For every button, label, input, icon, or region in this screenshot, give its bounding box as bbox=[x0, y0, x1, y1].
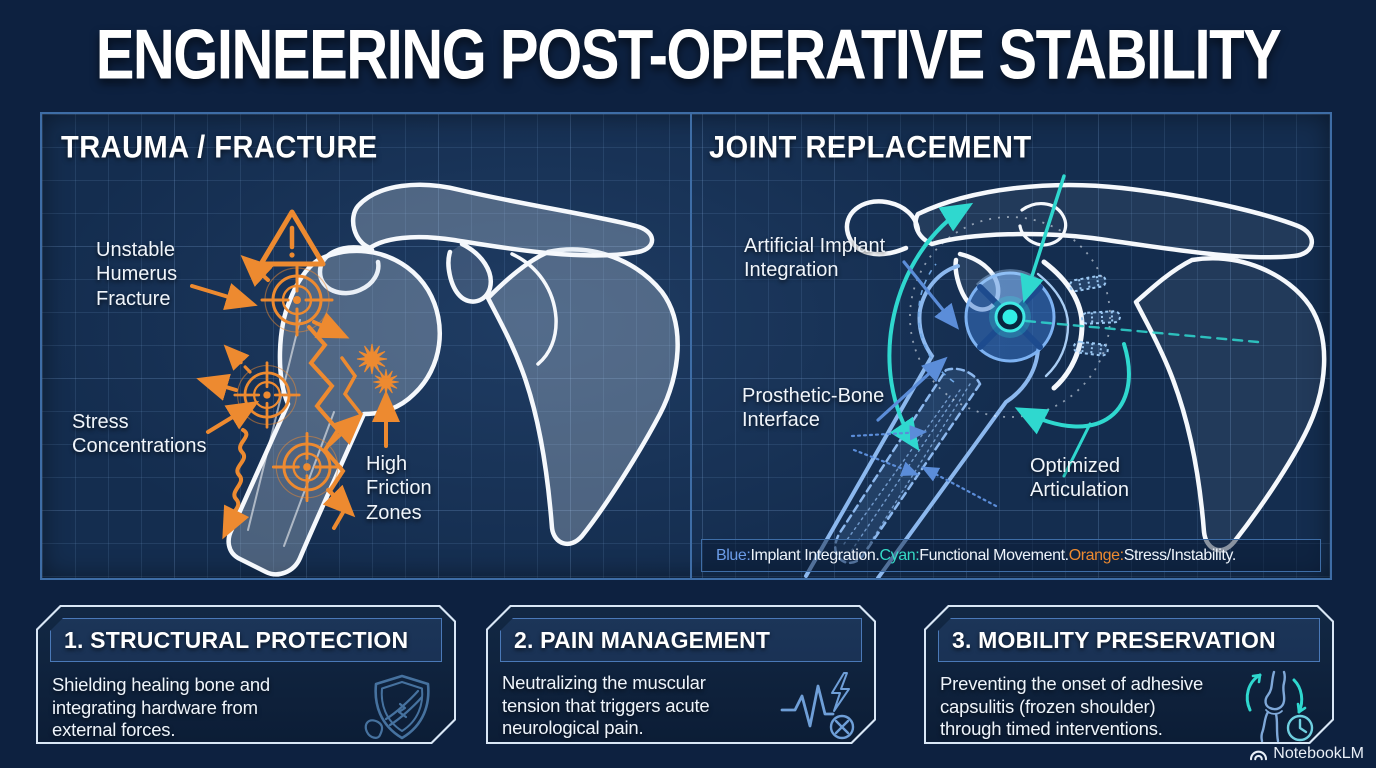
trauma-fracture-panel: TRAUMA / FRACTURE Unstable Humerus Fract… bbox=[42, 114, 690, 578]
arrow-up-right bbox=[328, 412, 364, 446]
arrow-down-right-2 bbox=[322, 484, 356, 518]
shaft-detail-lines bbox=[247, 319, 335, 547]
joint-replacement-diagram bbox=[804, 174, 1327, 578]
fracture-crack-line-2 bbox=[340, 356, 362, 415]
implant-label-arrow bbox=[902, 260, 960, 330]
label-artificial-implant: Artificial Implant Integration bbox=[744, 235, 886, 282]
orbit-dotted-circle bbox=[909, 216, 1111, 418]
coracoid bbox=[446, 241, 494, 304]
interface-dashed-arrow-1 bbox=[850, 425, 928, 441]
pain-signal-icon bbox=[776, 670, 864, 742]
legend-orange-label: Orange: bbox=[1068, 546, 1124, 564]
arrow-up-left bbox=[240, 254, 274, 287]
arrow-left bbox=[196, 373, 238, 401]
range-arc-lower bbox=[1014, 342, 1131, 435]
color-legend: Blue: Implant Integration. Cyan: Functio… bbox=[701, 539, 1321, 572]
arrow-down-right bbox=[312, 312, 350, 339]
legend-blue-label: Blue: bbox=[716, 546, 751, 564]
legend-cyan-label: Cyan: bbox=[879, 546, 920, 564]
arrow-dashed-up bbox=[223, 344, 252, 374]
instability-annotations bbox=[190, 209, 400, 540]
ac-joint-bump bbox=[1018, 202, 1068, 247]
mobility-clock-icon bbox=[1234, 670, 1322, 744]
shoulder-bones bbox=[226, 182, 680, 577]
joint-replacement-panel: JOINT REPLACEMENT Artificial Implant Int… bbox=[692, 114, 1330, 578]
card-pain-management: 2. PAIN MANAGEMENT Neutralizing the musc… bbox=[486, 605, 876, 744]
label-arrow-fracture bbox=[190, 283, 258, 310]
implant-center-dot bbox=[1002, 309, 1018, 325]
legend-orange-text: Stress/Instability. bbox=[1123, 546, 1237, 564]
scapula bbox=[1133, 256, 1327, 553]
acromion bbox=[317, 245, 381, 296]
label-prosthetic-bone-interface: Prosthetic-Bone Interface bbox=[742, 385, 885, 432]
label-high-friction-zones: High Friction Zones bbox=[366, 453, 432, 524]
warning-triangle-icon bbox=[258, 209, 326, 267]
glenoid-crescent-inner bbox=[1036, 272, 1070, 378]
card-pain-management-body: Neutralizing the muscular tension that t… bbox=[502, 671, 710, 739]
clavicle bbox=[350, 182, 655, 258]
card-mobility-preservation-title: 3. MOBILITY PRESERVATION bbox=[938, 618, 1320, 662]
label-arrow-stress bbox=[206, 400, 260, 434]
page-title: ENGINEERING POST-OPERATIVE STABILITY bbox=[95, 15, 1282, 95]
axis-dashed-line bbox=[1024, 319, 1260, 344]
card-mobility-preservation-body: Preventing the onset of adhesive capsuli… bbox=[940, 672, 1204, 740]
integration-arrow bbox=[1020, 174, 1066, 304]
articulation-pointer bbox=[1062, 422, 1092, 478]
clavicle bbox=[913, 182, 1314, 260]
shoulder-bones-outline bbox=[844, 182, 1327, 553]
card-structural-protection-body: Shielding healing bone and integrating h… bbox=[52, 673, 271, 741]
card-structural-protection: 1. STRUCTURAL PROTECTION Shielding heali… bbox=[36, 605, 456, 744]
stem-dashed-arrow bbox=[921, 466, 998, 508]
shield-bone-icon bbox=[356, 670, 444, 746]
notebooklm-watermark: NotebookLM bbox=[1249, 745, 1364, 763]
card-mobility-preservation: 3. MOBILITY PRESERVATION Preventing the … bbox=[924, 605, 1334, 744]
scapula bbox=[485, 247, 680, 547]
integration-pointers bbox=[850, 260, 998, 508]
trauma-shoulder-diagram bbox=[190, 182, 680, 577]
card-pain-management-title: 2. PAIN MANAGEMENT bbox=[500, 618, 862, 662]
stress-wave-arrow bbox=[222, 428, 250, 540]
label-optimized-articulation: Optimized Articulation bbox=[1030, 455, 1129, 502]
legend-cyan-text: Functional Movement. bbox=[919, 546, 1069, 564]
fixation-screws bbox=[1069, 274, 1121, 357]
joint-heading: JOINT REPLACEMENT bbox=[709, 130, 1032, 166]
legend-blue-text: Implant Integration. bbox=[750, 546, 880, 564]
movement-annotations bbox=[887, 174, 1260, 478]
label-stress-concentrations: Stress Concentrations bbox=[72, 411, 207, 458]
watermark-text: NotebookLM bbox=[1273, 745, 1364, 762]
label-unstable-humerus-fracture: Unstable Humerus Fracture bbox=[96, 239, 178, 310]
glenoid-rim bbox=[510, 252, 558, 366]
humerus-inner-edge bbox=[876, 348, 1040, 578]
panel-divider bbox=[690, 114, 692, 578]
range-arc-left bbox=[887, 202, 974, 451]
interface-dashed-arrow-2 bbox=[852, 448, 920, 477]
card-structural-protection-title: 1. STRUCTURAL PROTECTION bbox=[50, 618, 442, 662]
interface-label-arrow bbox=[876, 356, 948, 422]
trauma-heading: TRAUMA / FRACTURE bbox=[61, 130, 378, 166]
notebooklm-logo-icon bbox=[1250, 750, 1268, 760]
blueprint-panel: TRAUMA / FRACTURE Unstable Humerus Fract… bbox=[40, 112, 1332, 580]
